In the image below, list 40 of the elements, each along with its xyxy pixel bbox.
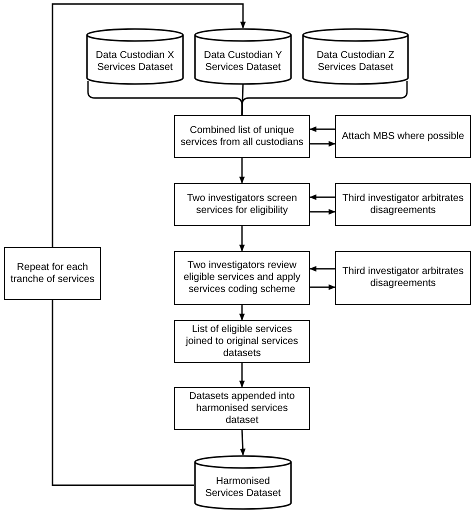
node-label: Data Custodian X Services Dataset <box>94 50 176 74</box>
database-cylinder <box>194 455 292 510</box>
node-label: List of eligible services joined to original services datasets <box>184 324 300 360</box>
process-box <box>174 183 310 226</box>
process-box <box>335 115 471 158</box>
process-box <box>4 247 101 300</box>
arrow <box>309 194 335 200</box>
arrow <box>240 428 246 456</box>
node-label: Attach MBS where possible <box>342 130 464 142</box>
database-cylinder <box>194 28 292 85</box>
node-label: Data Custodian Y Services Dataset <box>202 50 284 74</box>
node-label: Harmonised Services Dataset <box>204 476 282 500</box>
node-label: Datasets appended into harmonised services dataset <box>188 390 296 426</box>
process-box <box>174 115 310 158</box>
node-label: Two investigators screen services for eligibility <box>186 192 298 216</box>
arrow <box>310 284 336 290</box>
arrow <box>239 225 245 252</box>
node-label: Data Custodian Z Services Dataset <box>316 50 396 74</box>
process-box <box>174 387 310 430</box>
connector-line <box>52 300 194 486</box>
connector-line <box>241 84 244 116</box>
arrow <box>309 126 335 132</box>
arrow <box>239 304 245 321</box>
node-label: Third investigator arbitrates disagreements <box>341 266 465 290</box>
node-label: Combined list of unique services from all custodians <box>180 124 304 148</box>
process-box <box>174 320 310 363</box>
arrow <box>239 157 245 184</box>
process-box <box>174 251 310 305</box>
arrow <box>52 3 246 247</box>
process-box <box>335 251 471 305</box>
database-cylinder <box>86 28 184 85</box>
process-box <box>335 183 471 226</box>
database-cylinder <box>302 28 409 85</box>
arrow <box>310 141 336 147</box>
node-label: Two investigators review eligible services and apply services coding scheme <box>182 260 302 296</box>
arrow <box>239 362 245 388</box>
node-label: Third investigator arbitrates disagreements <box>341 192 465 216</box>
arrow <box>310 209 336 215</box>
node-label: Repeat for each tranche of services <box>10 262 96 286</box>
arrow <box>309 266 335 272</box>
